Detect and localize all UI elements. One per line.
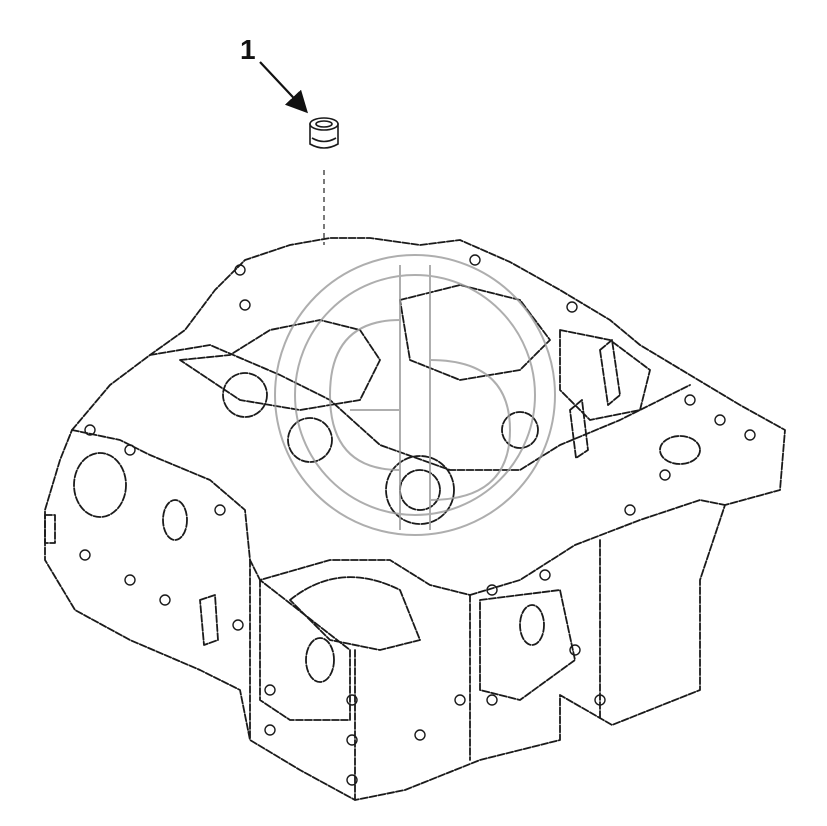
bolt-holes: [79, 254, 756, 786]
plug-part: [309, 117, 339, 149]
cylinder-head-body: [44, 237, 786, 801]
callout-label-1: 1: [240, 34, 256, 65]
watermark-monogram: [274, 254, 556, 536]
callout-leader-arrow: [259, 61, 309, 114]
